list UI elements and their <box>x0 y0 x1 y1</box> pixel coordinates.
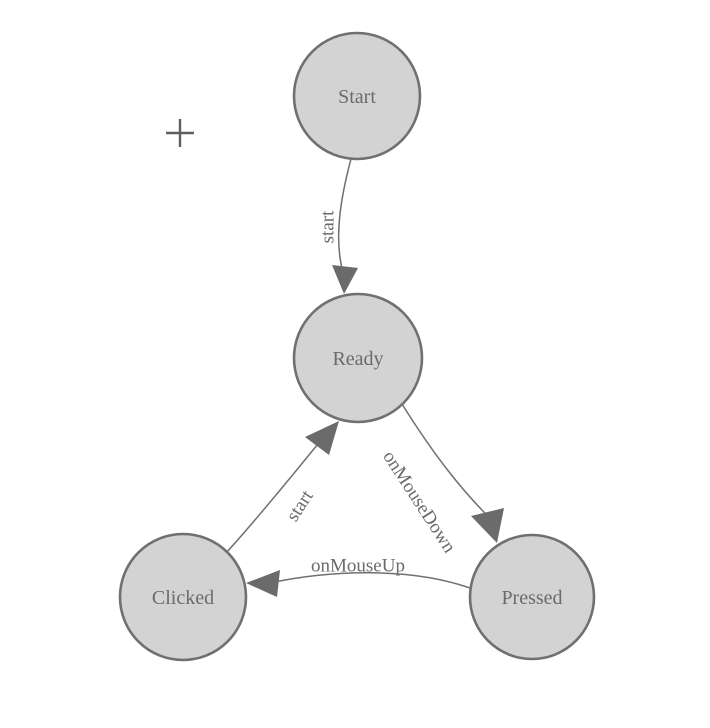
node-clicked-circle[interactable] <box>118 532 248 662</box>
node-ready-circle[interactable] <box>292 292 424 424</box>
arrowhead-into-ready-from-clicked <box>305 421 339 455</box>
edge-pressed-to-clicked[interactable]: onMouseUp <box>246 556 471 598</box>
arrowhead-into-clicked <box>246 570 280 597</box>
edge-label-start-to-ready: start <box>318 210 339 243</box>
arrowhead-into-ready-from-start <box>332 265 358 294</box>
node-ready-label: Ready <box>332 348 383 370</box>
node-start[interactable]: Start <box>292 31 422 161</box>
edge-label-pressed-to-clicked: onMouseUp <box>311 556 405 577</box>
node-ready[interactable]: Ready <box>292 292 424 424</box>
edge-label-ready-to-pressed: onMouseDown <box>378 447 460 557</box>
node-clicked-label: Clicked <box>152 587 214 609</box>
node-start-circle[interactable] <box>292 31 422 161</box>
edge-path-clicked-to-ready <box>225 443 319 554</box>
edge-ready-to-pressed[interactable]: onMouseDown <box>378 403 504 557</box>
node-pressed-circle[interactable] <box>468 533 596 661</box>
edge-start-to-ready[interactable]: start <box>318 158 359 294</box>
edge-clicked-to-ready[interactable]: start <box>225 421 339 554</box>
arrowhead-into-pressed <box>471 508 504 543</box>
edge-path-start-to-ready <box>337 158 352 273</box>
node-start-label: Start <box>338 86 376 108</box>
node-pressed[interactable]: Pressed <box>468 533 596 661</box>
node-pressed-label: Pressed <box>501 587 562 609</box>
edge-path-pressed-to-clicked <box>269 572 471 589</box>
node-clicked[interactable]: Clicked <box>118 532 248 662</box>
edge-label-clicked-to-ready: start <box>282 486 318 525</box>
crosshair-icon[interactable] <box>166 119 194 147</box>
